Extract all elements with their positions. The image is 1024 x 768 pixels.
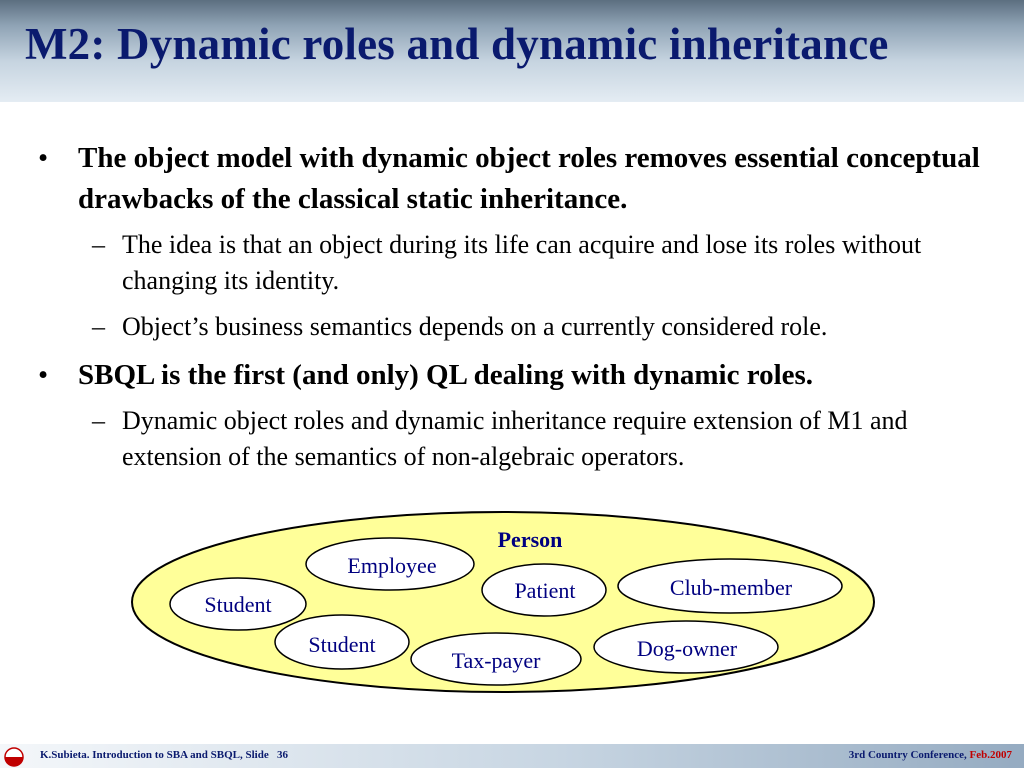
bullet-marker: • [38, 359, 49, 391]
role-ellipse [481, 563, 607, 617]
role-employee-label: Employee [347, 553, 436, 578]
role-student-label: Student [204, 592, 271, 617]
sub-bullet-2-1-text: Dynamic object roles and dynamic inherit… [122, 406, 908, 471]
slide-title: M2: Dynamic roles and dynamic inheritanc… [25, 19, 889, 69]
role-tax-payer-label: Tax-payer [452, 648, 542, 673]
footer-conference-date: Feb.2007 [969, 749, 1012, 761]
bullet-1: • The object model with dynamic object r… [38, 138, 998, 220]
bullet-marker: • [38, 142, 49, 174]
role-ellipse [169, 577, 307, 631]
sub-bullet-1-1-text: The idea is that an object during its li… [122, 230, 922, 295]
role-student-label: Student [308, 632, 375, 657]
dash-marker: – [92, 230, 105, 259]
footer: K.Subieta. Introduction to SBA and SBQL,… [0, 744, 1024, 768]
dash-marker: – [92, 312, 105, 341]
role-ellipse [617, 558, 843, 614]
role-ellipse [274, 614, 410, 670]
footer-conference: 3rd Country Conference, Feb.2007 [849, 749, 1012, 761]
role-ellipse [593, 620, 779, 674]
role-ellipse [305, 537, 475, 591]
sub-bullet-1-1: – The idea is that an object during its … [92, 227, 1002, 299]
role-patient-label: Patient [514, 578, 575, 603]
sub-bullet-1-2-text: Object’s business semantics depends on a… [122, 312, 828, 341]
role-club-member-label: Club-member [670, 575, 793, 600]
bullet-2: • SBQL is the first (and only) QL dealin… [38, 355, 998, 396]
role-dog-owner-label: Dog-owner [637, 636, 738, 661]
bullet-2-text: SBQL is the first (and only) QL dealing … [78, 359, 814, 391]
footer-author-slide: K.Subieta. Introduction to SBA and SBQL,… [40, 749, 288, 761]
sub-bullet-1-2: – Object’s business semantics depends on… [92, 309, 1002, 345]
bullet-1-text: The object model with dynamic object rol… [78, 142, 980, 215]
role-ellipse [410, 632, 582, 686]
title-bar [0, 0, 1024, 102]
footer-conference-name: 3rd Country Conference, [848, 749, 970, 761]
conference-logo-icon [4, 747, 24, 767]
person-label: Person [498, 527, 563, 552]
sub-bullet-2-1: – Dynamic object roles and dynamic inher… [92, 403, 1002, 475]
dash-marker: – [92, 406, 105, 435]
